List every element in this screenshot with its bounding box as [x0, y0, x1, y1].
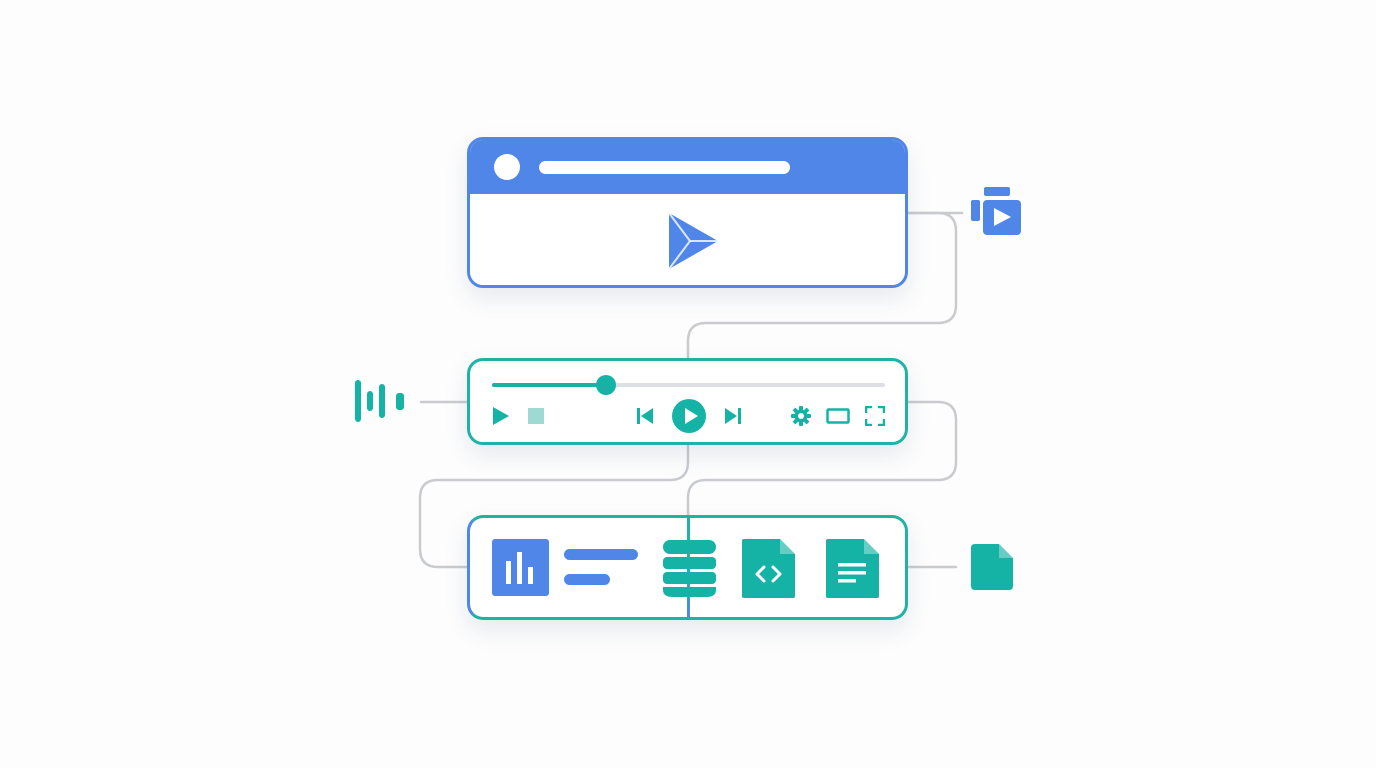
progress-fill	[492, 383, 606, 387]
stop-icon[interactable]	[528, 408, 544, 424]
progress-handle[interactable]	[595, 375, 616, 395]
text-lines-icon	[564, 549, 638, 585]
video-clip-icon	[971, 187, 1021, 235]
browser-title-bar	[470, 140, 905, 194]
play-triangle-icon[interactable]	[666, 210, 722, 272]
media-player	[467, 358, 908, 445]
code-file-icon[interactable]	[742, 539, 795, 598]
connector-player-right-loop	[686, 400, 958, 517]
bar-chart-icon[interactable]	[492, 539, 549, 596]
database-icon[interactable]	[661, 538, 718, 599]
connector-player-to-data-left	[418, 443, 690, 569]
play-icon[interactable]	[491, 406, 511, 426]
progress-bar[interactable]	[492, 375, 885, 395]
aspect-ratio-icon[interactable]	[826, 408, 850, 424]
play-circle-icon[interactable]	[672, 399, 706, 433]
browser-window	[467, 137, 908, 288]
connector-browser-to-player	[686, 211, 958, 360]
audio-waveform-icon	[355, 380, 404, 422]
skip-next-icon[interactable]	[724, 407, 742, 425]
file-icon	[971, 544, 1013, 590]
browser-address-bar[interactable]	[539, 161, 790, 174]
browser-window-dot	[494, 154, 520, 180]
fullscreen-icon[interactable]	[865, 406, 885, 426]
document-file-icon[interactable]	[826, 539, 879, 598]
settings-gear-icon[interactable]	[791, 406, 811, 426]
skip-previous-icon[interactable]	[636, 407, 654, 425]
data-panel	[467, 515, 908, 620]
